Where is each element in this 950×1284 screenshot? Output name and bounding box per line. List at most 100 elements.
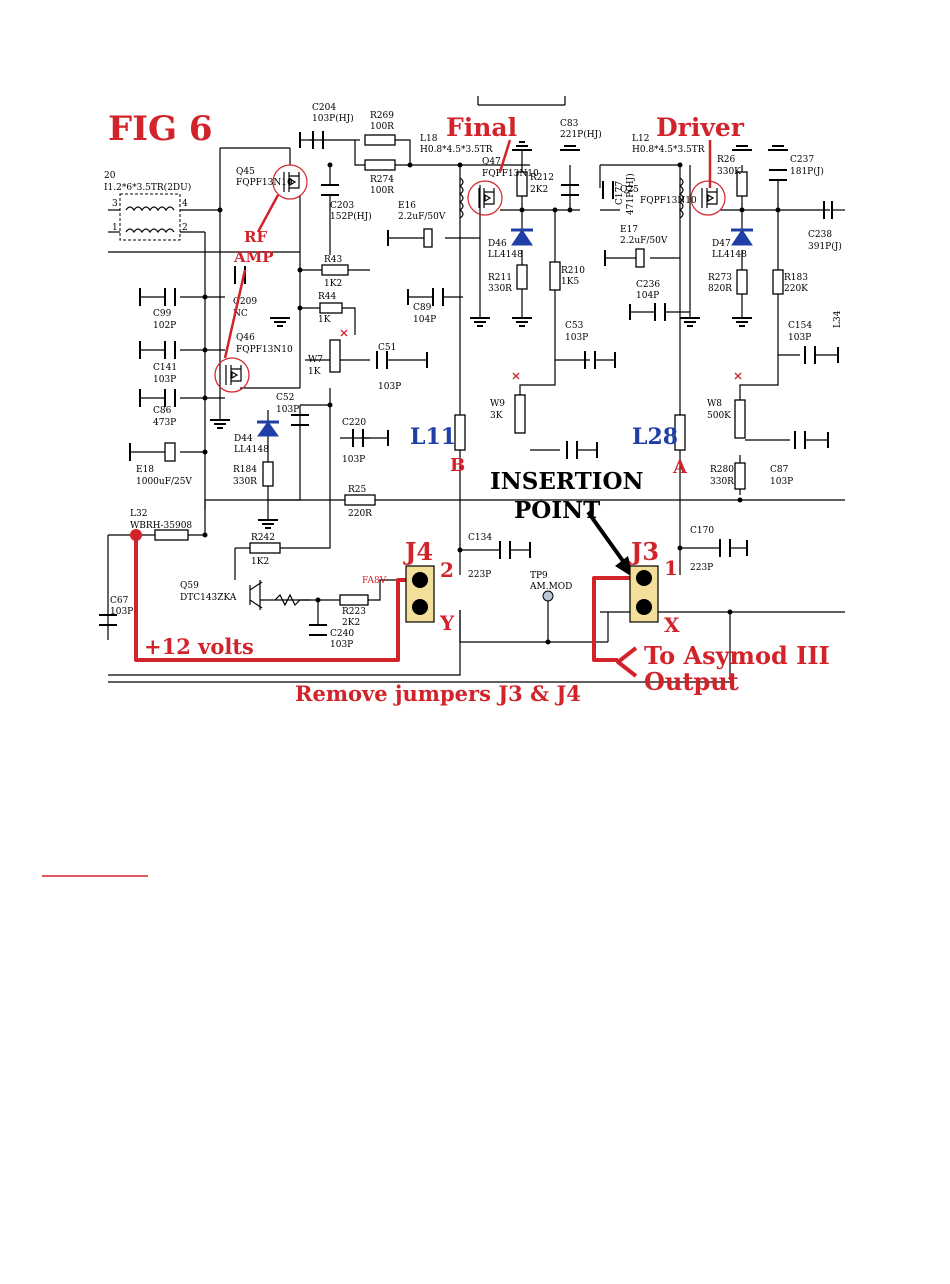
c141-value: 103P — [153, 375, 176, 385]
component-labels: 20 I1.2*6*3.5TR(2DU) 3 4 1 2 C204 103P(H… — [104, 103, 843, 650]
j4-pin2-label: 2 — [440, 558, 454, 582]
tp9-value: AM.MOD — [529, 582, 572, 592]
q45-value: FQPF13N10 — [236, 178, 293, 188]
c83-ref: C83 — [560, 119, 579, 129]
c220-ref: C220 — [342, 418, 366, 428]
node-a-label: A — [672, 457, 688, 478]
j3-pinX-label: X — [664, 613, 680, 637]
insertion-point-line2: POINT — [514, 497, 600, 524]
jumper-j3 — [629, 565, 659, 623]
c83-value: 221P(HJ) — [560, 129, 602, 140]
insertion-point-line1: INSERTION — [490, 468, 644, 495]
l18-ref: L18 — [420, 134, 438, 144]
j4-pinY-label: Y — [439, 611, 455, 635]
c89-ref: C89 — [413, 303, 432, 313]
l12-value: H0.8*4.5*3.5TR — [632, 145, 705, 155]
r212-value: 2K2 — [530, 185, 548, 195]
r26-value: 330K — [717, 167, 741, 177]
inductor-symbols — [274, 177, 684, 607]
d47-value: LL4148 — [712, 250, 747, 260]
t20-value: I1.2*6*3.5TR(2DU) — [104, 182, 191, 193]
d47-ref: D47 — [712, 239, 731, 249]
q25-ref: Q25 — [620, 185, 639, 195]
jumper-j4 — [405, 565, 435, 623]
t20-ref: 20 — [104, 171, 116, 181]
c203-ref: C203 — [330, 201, 354, 211]
tp9-ref: TP9 — [530, 571, 548, 581]
r274-value: 100R — [370, 186, 394, 196]
c99-value: 102P — [153, 321, 176, 331]
e16-value: 2.2uF/50V — [398, 212, 446, 222]
c237-ref: C237 — [790, 155, 814, 165]
r242-ref: R242 — [251, 533, 275, 543]
q59-value: DTC143ZKA — [180, 593, 237, 603]
c141-ref: C141 — [153, 363, 177, 373]
c87-ref: C87 — [770, 465, 789, 475]
c177-value: 471P(HJ) — [625, 173, 636, 215]
r26-ref: R26 — [717, 155, 736, 165]
c51-ref: C51 — [378, 343, 396, 353]
figure-title: FIG 6 — [108, 109, 213, 149]
t20-pin4: 4 — [182, 199, 188, 209]
fa8v-label: FA8V — [362, 576, 387, 586]
c236-value: 104P — [636, 291, 659, 301]
c67-value: 103P — [110, 607, 133, 617]
q45-ref: Q45 — [236, 167, 255, 177]
r184-value: 330R — [233, 477, 257, 487]
l34-ref: L34 — [833, 310, 843, 328]
mosfet-symbols — [214, 164, 726, 609]
w8-value: 500K — [707, 411, 731, 421]
r25-ref: R25 — [348, 485, 367, 495]
c51-value: 103P — [378, 382, 401, 392]
r184-ref: R184 — [233, 465, 257, 475]
c240-ref: C240 — [330, 629, 354, 639]
t20-pin3: 3 — [112, 199, 118, 209]
d46-value: LL4148 — [488, 250, 523, 260]
l11-label: L11 — [410, 424, 456, 450]
r211-ref: R211 — [488, 273, 512, 283]
r183-ref: R183 — [784, 273, 808, 283]
d44-value: LL4148 — [234, 445, 269, 455]
l32-value: WBRH-35908 — [130, 521, 192, 531]
j3-label: J3 — [629, 537, 659, 566]
to-asymod-label-line2: Output — [644, 667, 739, 696]
q25-value: FQPF13N10 — [640, 196, 697, 206]
w8-ref: W8 — [707, 399, 722, 409]
r242-value: 1K2 — [251, 557, 269, 567]
r210-ref: R210 — [561, 266, 585, 276]
q46-ref: Q46 — [236, 333, 255, 343]
c204-ref: C204 — [312, 103, 336, 113]
r43-ref: R43 — [324, 255, 343, 265]
junction-dots — [202, 162, 781, 645]
r273-value: 820R — [708, 284, 732, 294]
r280-value: 330R — [710, 477, 734, 487]
e16-ref: E16 — [398, 201, 416, 211]
resistor-symbols — [154, 134, 784, 606]
d46-ref: D46 — [488, 239, 507, 249]
c237-value: 181P(J) — [790, 166, 824, 177]
w9-value: 3K — [490, 411, 503, 421]
e17-ref: E17 — [620, 225, 638, 235]
c134-value: 223P — [468, 570, 491, 580]
t20-pin2: 2 — [182, 223, 188, 233]
r269-ref: R269 — [370, 111, 394, 121]
c204-value: 103P(HJ) — [312, 113, 354, 124]
c87-value: 103P — [770, 477, 793, 487]
c53-ref: C53 — [565, 321, 584, 331]
e18-ref: E18 — [136, 465, 154, 475]
c89-value: 104P — [413, 315, 436, 325]
r223-value: 2K2 — [342, 618, 360, 628]
c52-ref: C52 — [276, 393, 294, 403]
c53-value: 103P — [565, 333, 588, 343]
d44-ref: D44 — [234, 434, 253, 444]
r43-value: 1K2 — [324, 279, 342, 289]
supply-12v-label: +12 volts — [144, 634, 254, 659]
tp9-test-point — [542, 590, 554, 602]
c238-value: 391P(J) — [808, 241, 842, 252]
c134-ref: C134 — [468, 533, 492, 543]
r269-value: 100R — [370, 122, 394, 132]
c238-ref: C238 — [808, 230, 832, 240]
t20-pin1: 1 — [112, 223, 118, 233]
r183-value: 220K — [784, 284, 808, 294]
w9-ref: W9 — [490, 399, 505, 409]
